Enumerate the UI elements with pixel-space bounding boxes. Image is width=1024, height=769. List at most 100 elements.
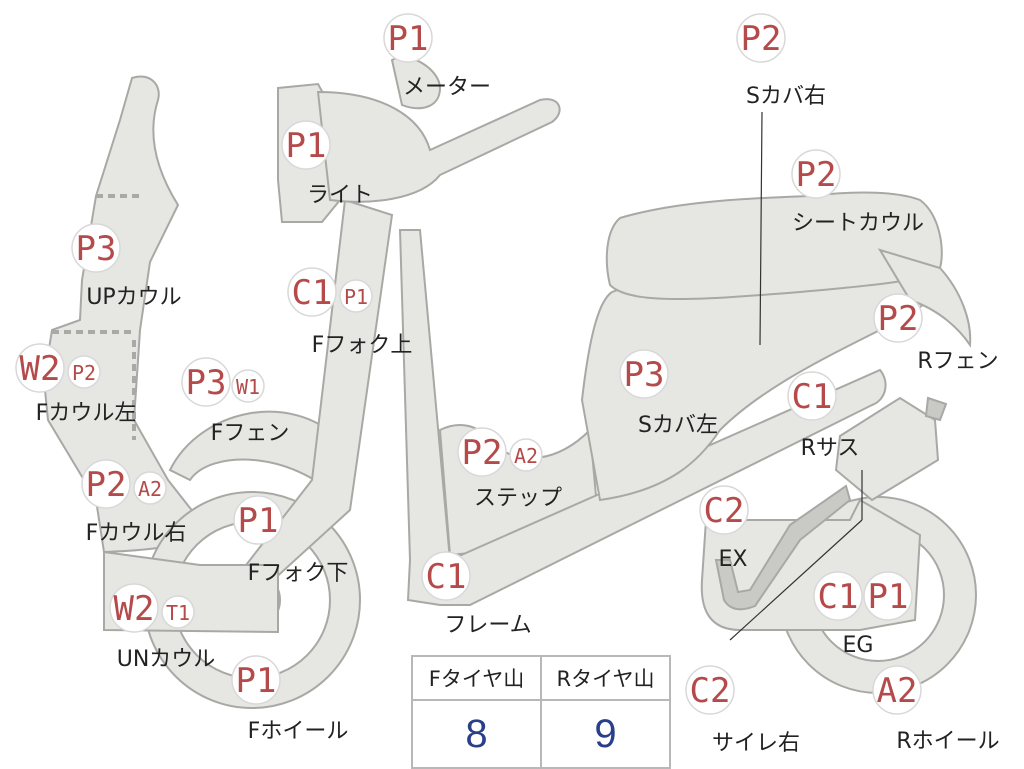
part-label: Fフォク上 <box>312 333 413 358</box>
damage-badge-circle <box>233 495 283 545</box>
damage-badge-circle <box>339 279 373 313</box>
part-label: ステップ <box>474 486 562 511</box>
damage-code: P1 <box>286 126 327 166</box>
damage-badge-circle <box>161 595 195 629</box>
damage-code: T1 <box>166 601 190 625</box>
damage-badge-circle <box>181 357 231 407</box>
part-group-meter: P1 メーター <box>383 13 491 100</box>
handlebar-shape <box>316 90 561 203</box>
damage-code: P2 <box>878 299 919 339</box>
part-label: ライト <box>307 183 373 208</box>
damage-code: P3 <box>624 355 665 395</box>
rear-shock-rod <box>924 396 948 422</box>
part-label: Sカバ右 <box>746 84 826 109</box>
seat-shape <box>605 191 943 301</box>
part-label: UPカウル <box>86 285 181 310</box>
damage-badge-circle <box>873 293 923 343</box>
part-label: シートカウル <box>792 211 924 236</box>
front-tire-tread-header: Fタイヤ山 <box>411 655 542 701</box>
leader-s-cover-right <box>759 111 763 346</box>
damage-badge-circle <box>813 571 863 621</box>
damage-badge-circle <box>67 355 101 389</box>
damage-code: P1 <box>236 661 277 701</box>
part-label: Fカウル左 <box>36 401 137 426</box>
part-label: Fカウル右 <box>86 521 187 546</box>
damage-code: C1 <box>792 377 833 417</box>
damage-code: W1 <box>236 375 260 399</box>
part-label: Fホイール <box>248 719 349 744</box>
damage-badge-circle <box>872 665 922 715</box>
damage-code: P2 <box>462 433 503 473</box>
damage-badge-circle <box>509 438 543 472</box>
damage-code: P2 <box>741 19 782 59</box>
damage-badge-circle <box>787 371 837 421</box>
leader-silencer <box>729 519 863 641</box>
part-label: Fフェン <box>211 421 290 446</box>
damage-badge-circle <box>109 583 159 633</box>
part-group-silencer-right: C2 サイレ右 <box>685 665 800 756</box>
part-label: Fフォク下 <box>248 561 349 586</box>
damage-code: A2 <box>138 477 162 501</box>
part-group-seat-cowl: P2 シートカウル <box>791 149 924 236</box>
part-label: EX <box>719 547 748 572</box>
damage-badge-circle <box>791 149 841 199</box>
damage-badge-circle <box>863 571 913 621</box>
rear-tire-tread-header: Rタイヤ山 <box>540 655 671 701</box>
damage-code: A2 <box>877 671 918 711</box>
part-label: Rフェン <box>917 349 998 374</box>
part-label: EG <box>843 633 874 658</box>
rear-tire-tread-value: 9 <box>540 699 671 769</box>
damage-code: W2 <box>114 589 155 629</box>
damage-code: C2 <box>690 671 731 711</box>
tread-value-row: 8 9 <box>411 699 671 769</box>
damage-badge-circle <box>231 655 281 705</box>
part-label: フレーム <box>444 613 531 638</box>
damage-code: P2 <box>72 361 96 385</box>
damage-code: C1 <box>426 557 467 597</box>
damage-badge-circle <box>699 485 749 535</box>
damage-badge-circle <box>81 459 131 509</box>
damage-code: P2 <box>796 155 837 195</box>
exhaust-pipe-shape <box>714 484 852 611</box>
part-label: メーター <box>403 75 491 100</box>
part-label: Rホイール <box>896 729 999 754</box>
damage-code: P1 <box>344 285 368 309</box>
damage-code: W2 <box>20 349 61 389</box>
tread-header-row: Fタイヤ山 Rタイヤ山 <box>411 655 671 701</box>
part-label: サイレ右 <box>712 731 800 756</box>
part-group-light: P1 ライト <box>281 120 373 208</box>
damage-badge-circle <box>685 665 735 715</box>
part-label: Sカバ左 <box>638 413 718 438</box>
front-tire-tread-value: 8 <box>411 699 542 769</box>
damage-badge-circle <box>287 267 337 317</box>
damage-badge-circle <box>383 13 433 63</box>
damage-badge-circle <box>15 343 65 393</box>
damage-badge-circle <box>736 13 786 63</box>
damage-code: P1 <box>388 19 429 59</box>
damage-code: P1 <box>238 501 279 541</box>
damage-badge-circle <box>421 551 471 601</box>
damage-code: P1 <box>868 577 909 617</box>
damage-badge-circle <box>71 223 121 273</box>
damage-code: C2 <box>704 491 745 531</box>
damage-code: P2 <box>86 465 127 505</box>
damage-badge-circle <box>133 471 167 505</box>
damage-code: C1 <box>818 577 859 617</box>
part-label: Rサス <box>801 436 860 461</box>
